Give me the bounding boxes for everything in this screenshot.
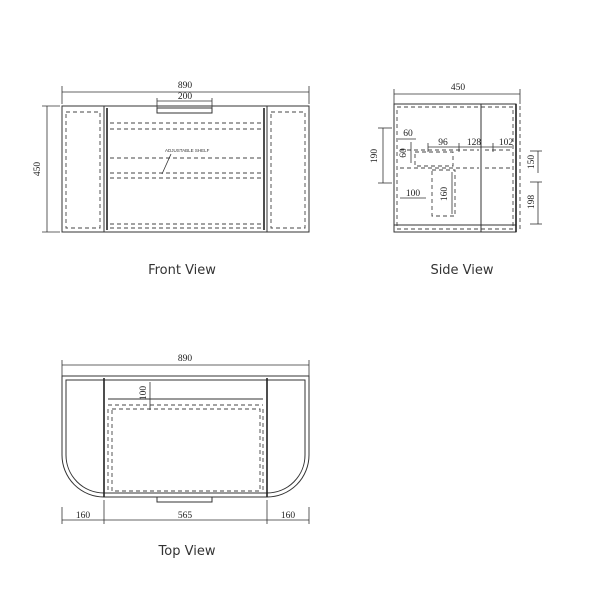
top-view-caption: Top View: [158, 544, 216, 559]
front-center-cabinet: [103, 105, 268, 233]
front-handle-label: 200: [178, 92, 193, 102]
svg-text:198: 198: [527, 195, 537, 210]
top-right-label: 160: [281, 511, 296, 521]
front-right-panel: [266, 105, 310, 233]
svg-text:96: 96: [438, 138, 448, 148]
handle: [156, 107, 213, 114]
front-left-panel: [61, 105, 105, 233]
shelf-note: ADJUSTABLE SHELF: [165, 148, 210, 153]
svg-text:160: 160: [440, 187, 450, 202]
side-view: 450 190 60 60 96 128 102: [370, 83, 542, 278]
side-depth-label: 450: [451, 83, 466, 93]
svg-text:128: 128: [467, 138, 482, 148]
side-view-caption: Side View: [430, 263, 493, 278]
top-width-label: 890: [178, 354, 193, 364]
top-outline: [61, 375, 310, 498]
svg-text:60: 60: [399, 148, 409, 158]
top-left-label: 160: [76, 511, 91, 521]
svg-text:102: 102: [499, 138, 514, 148]
top-depth-label: 100: [139, 386, 149, 401]
front-view: 890 450 200 ADJUSTABLE SHELF Front View: [33, 81, 310, 278]
svg-text:150: 150: [527, 155, 537, 170]
svg-text:60: 60: [403, 129, 413, 139]
front-height-label: 450: [33, 162, 43, 177]
svg-text:190: 190: [370, 149, 380, 164]
top-center-label: 565: [178, 511, 193, 521]
front-width-label: 890: [178, 81, 193, 91]
top-handle: [156, 496, 213, 503]
front-view-caption: Front View: [148, 263, 216, 278]
svg-text:100: 100: [406, 189, 421, 199]
top-view: 890 100 160 565 160 Top View: [61, 354, 310, 559]
